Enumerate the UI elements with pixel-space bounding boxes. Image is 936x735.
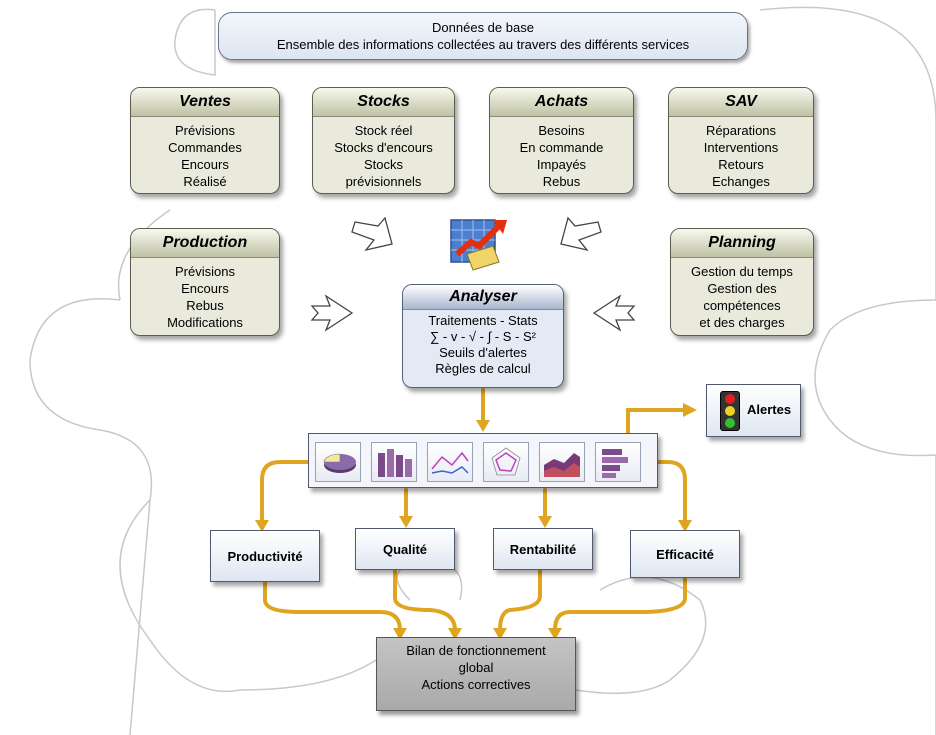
card-production-item: Modifications bbox=[167, 315, 243, 330]
card-achats-item: Rebus bbox=[542, 174, 581, 189]
chevron-arrow-icon bbox=[310, 216, 636, 332]
card-ventes-item: Commandes bbox=[168, 140, 242, 155]
card-stocks-title: Stocks bbox=[313, 88, 454, 117]
analyser-item: ∑ - v - √ - ∫ - S - S² bbox=[430, 329, 536, 344]
chart-analysis-icon bbox=[450, 219, 507, 271]
card-planning-item: compétences bbox=[703, 298, 781, 313]
base-data-title: Données de base bbox=[432, 20, 534, 35]
card-stocks-item: Stocks d'encours bbox=[334, 140, 433, 155]
analyser-box: Analyser Traitements - Stats ∑ - v - √ -… bbox=[402, 284, 564, 388]
bilan-line: global bbox=[458, 660, 494, 675]
stacked-bar-chart-icon bbox=[595, 442, 641, 482]
kpi-productivite: Productivité bbox=[210, 530, 320, 582]
area-chart-icon bbox=[539, 442, 585, 482]
kpi-efficacite: Efficacité bbox=[630, 530, 740, 578]
bilan-line: Actions correctives bbox=[421, 677, 531, 692]
base-data-box: Données de base Ensemble des information… bbox=[218, 12, 748, 60]
bilan-box: Bilan de fonctionnement global Actions c… bbox=[376, 637, 576, 711]
card-ventes-item: Prévisions bbox=[175, 123, 235, 138]
analyser-title: Analyser bbox=[403, 285, 563, 310]
card-ventes-item: Encours bbox=[181, 157, 229, 172]
card-sav-item: Réparations bbox=[705, 123, 777, 138]
bilan-line: Bilan de fonctionnement bbox=[406, 643, 546, 658]
card-sav-item: Echanges bbox=[712, 174, 770, 189]
kpi-qualite: Qualité bbox=[355, 528, 455, 570]
card-sav-item: Interventions bbox=[703, 140, 779, 155]
card-production: Production Prévisions Encours Rebus Modi… bbox=[130, 228, 280, 336]
card-ventes: Ventes Prévisions Commandes Encours Réal… bbox=[130, 87, 280, 194]
card-production-item: Prévisions bbox=[175, 264, 235, 279]
card-planning-item: et des charges bbox=[699, 315, 785, 330]
card-stocks-item: Stock réel bbox=[354, 123, 413, 138]
chart-types-strip bbox=[308, 433, 658, 488]
alertes-label: Alertes bbox=[747, 402, 792, 417]
card-production-item: Encours bbox=[181, 281, 229, 296]
line-chart-icon bbox=[427, 442, 473, 482]
analyser-item: Traitements - Stats bbox=[428, 313, 538, 328]
card-production-item: Rebus bbox=[186, 298, 224, 313]
card-planning: Planning Gestion du temps Gestion des co… bbox=[670, 228, 814, 336]
traffic-light-icon bbox=[720, 391, 740, 431]
card-ventes-title: Ventes bbox=[131, 88, 279, 117]
base-data-description: Ensemble des informations collectées au … bbox=[276, 37, 690, 52]
radar-chart-icon bbox=[483, 442, 529, 482]
card-planning-title: Planning bbox=[671, 229, 813, 258]
card-achats-item: Impayés bbox=[536, 157, 587, 172]
card-achats-title: Achats bbox=[490, 88, 633, 117]
card-stocks-item: prévisionnels bbox=[345, 174, 422, 189]
card-planning-item: Gestion des bbox=[707, 281, 777, 296]
card-achats-item: En commande bbox=[519, 140, 604, 155]
card-production-title: Production bbox=[131, 229, 279, 258]
analyser-item: Règles de calcul bbox=[435, 361, 531, 376]
alertes-box: Alertes bbox=[706, 384, 801, 437]
card-ventes-item: Réalisé bbox=[183, 174, 227, 189]
card-sav-title: SAV bbox=[669, 88, 813, 117]
pie-chart-icon bbox=[315, 442, 361, 482]
card-achats: Achats Besoins En commande Impayés Rebus bbox=[489, 87, 634, 194]
kpi-rentabilite: Rentabilité bbox=[493, 528, 593, 570]
analyser-item: Seuils d'alertes bbox=[439, 345, 527, 360]
card-sav-item: Retours bbox=[718, 157, 764, 172]
card-planning-item: Gestion du temps bbox=[691, 264, 793, 279]
bar-chart-icon bbox=[371, 442, 417, 482]
card-stocks-item: Stocks bbox=[363, 157, 403, 172]
card-sav: SAV Réparations Interventions Retours Ec… bbox=[668, 87, 814, 194]
card-stocks: Stocks Stock réel Stocks d'encours Stock… bbox=[312, 87, 455, 194]
card-achats-item: Besoins bbox=[538, 123, 585, 138]
